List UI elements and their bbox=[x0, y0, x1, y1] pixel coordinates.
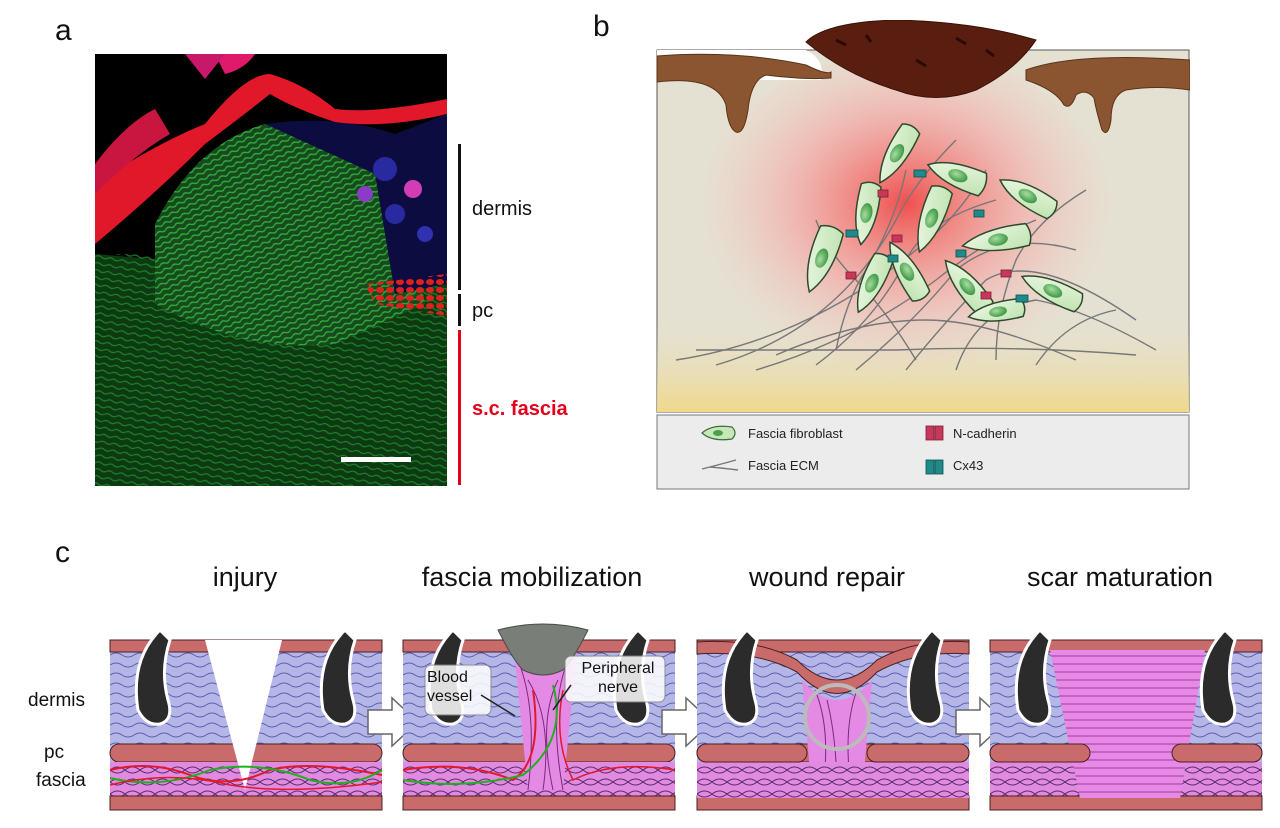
side-label-dermis: dermis bbox=[28, 690, 86, 711]
ecm-fiber-icon bbox=[701, 459, 739, 471]
side-label-pc: pc bbox=[44, 742, 65, 763]
micrograph bbox=[95, 54, 447, 486]
pc-layer-label: pc bbox=[472, 300, 494, 322]
n-cadherin-icon bbox=[925, 425, 944, 441]
legend-n-cadherin-label: N-cadherin bbox=[953, 426, 1017, 441]
layer-brackets bbox=[458, 144, 461, 485]
wound-schematic bbox=[656, 20, 1190, 490]
panel-c-label: c bbox=[55, 536, 70, 569]
dermis-layer-label: dermis bbox=[472, 198, 533, 220]
legend-cx43-label: Cx43 bbox=[953, 458, 984, 473]
callout-blood-vessel: Blood vessel bbox=[427, 669, 473, 705]
legend-fibroblast-label: Fascia fibroblast bbox=[748, 426, 843, 441]
fibroblast-icon bbox=[701, 425, 736, 441]
stage-title-wound-repair: wound repair bbox=[748, 562, 906, 592]
side-label-fascia: fascia bbox=[36, 770, 86, 791]
callout-peripheral-nerve: Peripheral nerve bbox=[581, 660, 655, 696]
stage-title-fascia-mobilization: fascia mobilization bbox=[421, 562, 643, 592]
cx43-icon bbox=[925, 459, 944, 475]
fascia-layer-label: s.c. fascia bbox=[472, 398, 568, 420]
stage-schematics bbox=[109, 623, 1263, 811]
stage-title-injury: injury bbox=[212, 562, 278, 592]
panel-a-label: a bbox=[55, 14, 72, 47]
stage-title-scar-maturation: scar maturation bbox=[1026, 562, 1214, 592]
panel-b-label: b bbox=[593, 10, 610, 43]
legend-ecm-label: Fascia ECM bbox=[748, 458, 819, 473]
